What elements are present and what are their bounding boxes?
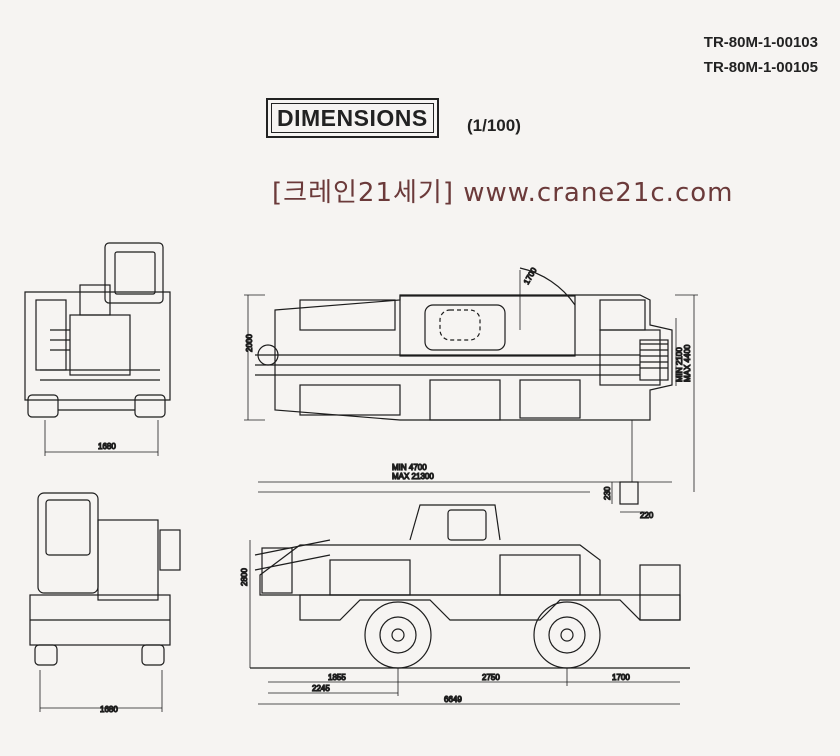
overall-height-label: 2800 [240,568,249,586]
wheelbase-label: 2750 [482,673,500,682]
top-view [244,267,698,492]
outrigger-width-label: 220 [640,511,654,520]
top-height-label: 2000 [245,334,254,352]
rear-width-label: 1680 [100,705,118,714]
model-code-1: TR-80M-1-00103 [703,34,818,51]
boom-front-label: 2245 [312,684,330,693]
model-code-2: TR-80M-1-00105 [703,59,818,76]
front-overhang-label: 1855 [328,673,346,682]
front-view [24,242,171,456]
front-width-label: 1680 [98,442,116,451]
outrigger-detail [611,420,645,513]
website-watermark: [크레인21세기] www.crane21c.com [272,178,734,208]
model-codes: TR-80M-1-00103 TR-80M-1-00105 [704,30,818,80]
max-length-label: MAX 21300 [392,472,434,481]
rear-view [29,492,181,712]
side-view [249,481,690,705]
rear-overhang-label: 1700 [612,673,630,682]
min-length-label: MIN 4700 [392,463,427,472]
overall-length-label: 6649 [444,695,462,704]
outrigger-height-label: 230 [603,486,612,500]
max-turning-label: MAX 4400 [683,344,692,382]
min-turning-label: MIN 2100 [675,347,684,382]
scale-label: (1/100) [467,116,521,135]
page-title: DIMENSIONS [266,98,439,138]
